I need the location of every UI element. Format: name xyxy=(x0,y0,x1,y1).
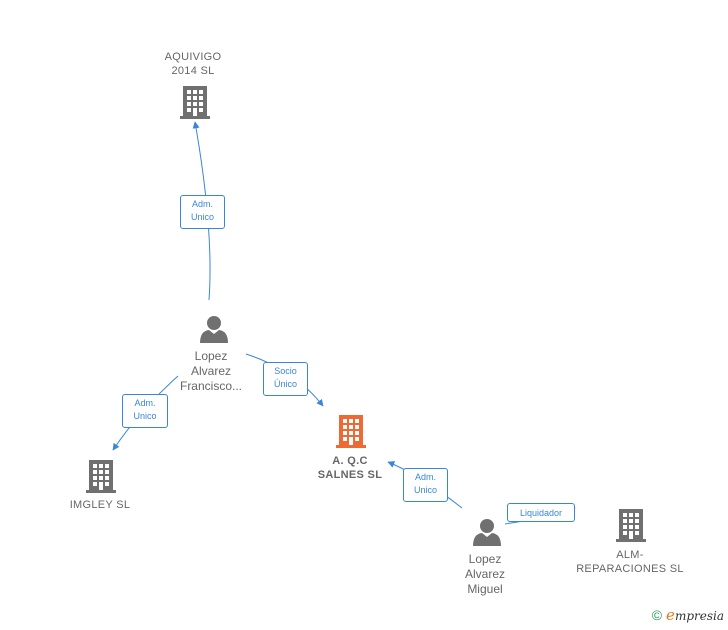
person-label-francisco[interactable]: Lopez Alvarez Francisco... xyxy=(179,349,242,393)
person-icon[interactable] xyxy=(473,519,501,546)
company-building-icon[interactable] xyxy=(86,460,116,493)
edge-label-adm-unico[interactable]: Adm. Unico xyxy=(403,468,448,502)
copyright-icon: © xyxy=(651,607,663,623)
node-label-imgley[interactable]: IMGLEY SL xyxy=(69,499,131,511)
edge-label-liquidador[interactable]: Liquidador xyxy=(507,503,575,522)
main-company-building-icon[interactable] xyxy=(336,415,366,448)
company-building-icon[interactable] xyxy=(616,509,646,542)
edge-label-adm-unico[interactable]: Adm. Unico xyxy=(180,195,225,229)
edge-label-adm-unico[interactable]: Adm. Unico xyxy=(122,394,168,428)
node-label-aquivigo[interactable]: AQUIVIGO 2014 SL xyxy=(164,51,222,77)
node-label-alm[interactable]: ALM- REPARACIONES SL xyxy=(576,549,684,575)
brand-watermark: ©empresia xyxy=(651,606,724,624)
node-label-aqc[interactable]: A. Q.C SALNES SL xyxy=(317,455,383,481)
person-label-miguel[interactable]: Lopez Alvarez Miguel xyxy=(464,552,505,596)
person-icon[interactable] xyxy=(200,316,228,343)
company-building-icon[interactable] xyxy=(180,86,210,119)
edge-label-socio-unico[interactable]: Socio Único xyxy=(263,362,308,396)
